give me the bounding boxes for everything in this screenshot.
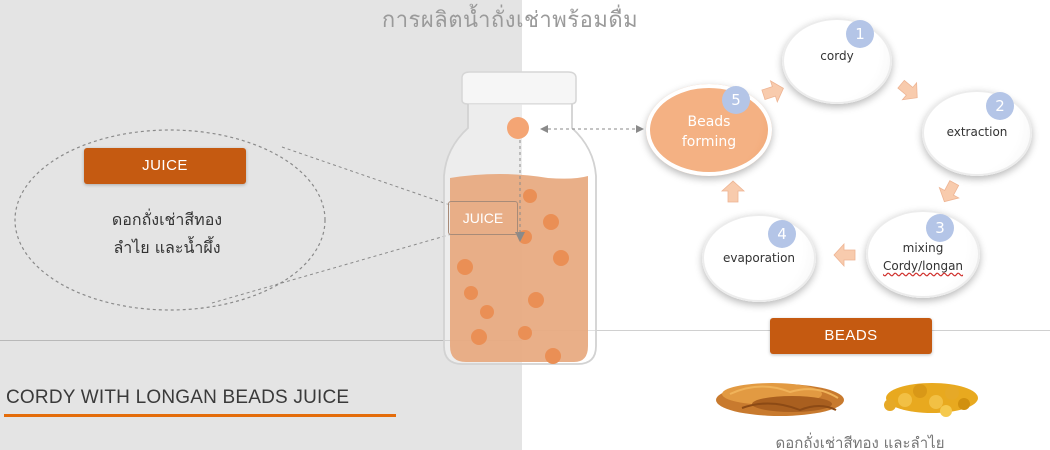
bead [464,286,478,300]
cycle-node-beads-forming: 5 Beads forming [646,84,772,176]
bead [518,326,532,340]
bead [457,259,473,275]
cycle-node-extraction: 2 extraction [922,90,1032,176]
step-label: cordy [782,48,892,64]
zoom-connector-top [282,147,450,205]
bead [553,250,569,266]
cycle-node-cordy: 1 cordy [782,18,892,104]
juice-ingredient-line: ลำไย และน้ำผึ้ง [62,234,272,262]
step-label: Beads [646,112,772,132]
step-label: extraction [922,124,1032,140]
step-number: 5 [722,86,750,114]
step-number: 4 [768,220,796,248]
juice-ingredient-line: ดอกถั่งเช่าสีทอง [62,206,272,234]
step-label: mixing [866,240,980,256]
cycle-node-mixing: 3 mixing Cordy/longan [866,210,980,298]
dried-longan-image [884,383,978,417]
bottle-label: JUICE [448,201,518,235]
arrow-5-to-1 [760,78,787,105]
product-title-underline [4,414,396,417]
bead [543,214,559,230]
bottle-cap [462,72,576,104]
cycle-node-evaporation: 4 evaporation [702,214,816,302]
arrow-1-to-2 [894,76,924,106]
bead [545,348,561,364]
bead [480,305,494,319]
cordyceps-flowers-image [716,383,844,416]
beads-caption: ดอกถั่งเช่าสีทอง และลำไย [700,431,1020,450]
arrow-4-to-5 [722,181,744,202]
arrow-2-to-3 [935,178,964,207]
bead [528,292,544,308]
step-label: evaporation [702,250,816,266]
step-label: forming [646,132,772,152]
product-title: CORDY WITH LONGAN BEADS JUICE [6,387,349,409]
bead [471,329,487,345]
beads-badge: BEADS [770,318,932,354]
bead-link-arrowhead-right [636,125,644,133]
step-label: Cordy/longan [883,259,963,273]
juice-badge: JUICE [84,148,246,184]
arrow-3-to-4 [834,244,855,266]
highlight-bead [507,117,529,139]
step-number: 3 [926,214,954,242]
juice-ingredients: ดอกถั่งเช่าสีทอง ลำไย และน้ำผึ้ง [62,206,272,262]
step-number: 2 [986,92,1014,120]
step-number: 1 [846,20,874,48]
bead [523,189,537,203]
